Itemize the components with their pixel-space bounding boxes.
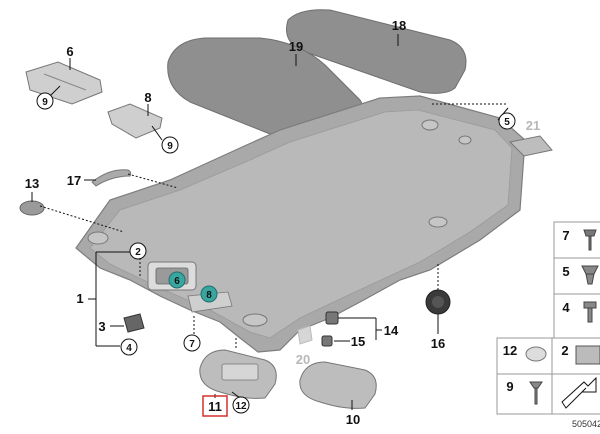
legend-5-icon xyxy=(581,265,599,285)
part-15-label: 15 xyxy=(351,334,365,349)
clip-3 xyxy=(123,313,145,333)
sun-visor-11-mirror xyxy=(221,363,259,381)
ref-7-label: 7 xyxy=(189,339,195,350)
bracket-6-rib xyxy=(43,73,87,91)
legend-2-label: 2 xyxy=(561,343,568,358)
bracket-8 xyxy=(107,103,163,139)
part-20 xyxy=(297,325,313,345)
legend-12-label: 12 xyxy=(503,343,517,358)
part-14-label: 14 xyxy=(384,323,399,338)
ref-12-label: 12 xyxy=(235,401,247,412)
marker-6-label: 6 xyxy=(174,276,180,287)
ref-5-circle xyxy=(498,112,516,130)
legend-5-label: 5 xyxy=(562,264,569,279)
legend-arrow-icon xyxy=(561,376,597,409)
part-1-label: 1 xyxy=(76,291,83,306)
part-3-label: 3 xyxy=(98,319,105,334)
clip-13 xyxy=(19,200,45,216)
ref-2-circle xyxy=(129,242,147,260)
ref-4-circle xyxy=(120,338,138,356)
part-20-label: 20 xyxy=(296,352,310,367)
marker-8-circle xyxy=(200,285,218,303)
ref-2-label: 2 xyxy=(135,247,141,258)
ref-9b-label: 9 xyxy=(167,141,173,152)
legend-12-bulb-icon xyxy=(525,346,547,362)
part-11-highlight-box xyxy=(202,395,228,417)
insulation-panel-18 xyxy=(286,9,467,94)
ref-9a-label: 9 xyxy=(42,97,48,108)
legend-9-rivet-icon xyxy=(529,381,543,405)
part-6-label: 6 xyxy=(66,44,73,59)
ref-12-circle xyxy=(232,396,250,414)
legend-4-icon xyxy=(583,301,597,323)
part-17-label: 17 xyxy=(67,173,81,188)
grab-handle-17 xyxy=(91,169,132,187)
part-10-label: 10 xyxy=(346,412,360,427)
fastener-legend: 7 5 4 12 2 9 xyxy=(496,221,600,415)
part-19-label: 19 xyxy=(289,39,303,54)
ref-4-label: 4 xyxy=(126,343,132,354)
marker-6-circle xyxy=(168,271,186,289)
headliner-cutout-c xyxy=(428,216,448,228)
headliner-cutout-d xyxy=(421,119,439,131)
leader-13-dash xyxy=(39,205,125,233)
sun-visor-10 xyxy=(299,361,377,409)
clip-14 xyxy=(325,311,339,325)
ref-7-circle xyxy=(183,334,201,352)
marker-8-label: 8 xyxy=(206,290,212,301)
legend-7-label: 7 xyxy=(562,228,569,243)
ref-5-label: 5 xyxy=(504,117,510,128)
ref-9a-circle xyxy=(36,92,54,110)
ref-9b-circle xyxy=(161,136,179,154)
legend-7-icon xyxy=(583,229,597,251)
part-21-label: 21 xyxy=(526,118,540,133)
part-21 xyxy=(508,135,553,157)
headliner-cutout-b xyxy=(242,313,268,327)
part-8-label: 8 xyxy=(144,90,151,105)
legend-4-label: 4 xyxy=(562,300,570,315)
leader-9b xyxy=(151,125,163,141)
legend-2-clip-icon xyxy=(575,345,600,365)
leader-17-dash xyxy=(127,173,179,189)
headliner-cutout-a xyxy=(87,231,109,245)
part-16-label: 16 xyxy=(431,336,445,351)
headliner-cutout-e xyxy=(458,135,472,145)
diagram-code: 505042 xyxy=(572,419,600,429)
part-18-label: 18 xyxy=(392,18,406,33)
part-11-label: 11 xyxy=(208,399,222,414)
part-13-label: 13 xyxy=(25,176,39,191)
cap-16-inner xyxy=(432,296,444,308)
legend-9-label: 9 xyxy=(506,379,513,394)
clip-15 xyxy=(321,335,333,347)
leader-9a xyxy=(49,85,61,97)
